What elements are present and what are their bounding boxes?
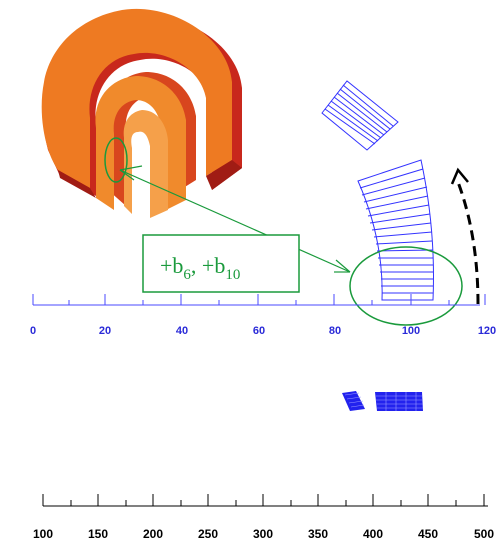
callout-subscript-2: 10 <box>225 267 240 283</box>
coil-block-outline <box>321 80 399 151</box>
scale-bottom-label: 350 <box>308 527 328 541</box>
coil-block-upper <box>321 80 399 151</box>
coil-block-lower <box>357 159 434 301</box>
leader-line <box>335 259 351 273</box>
magnet-illustration <box>41 8 243 218</box>
magnet-region-marker <box>104 137 128 183</box>
scale-top-label: 20 <box>99 325 111 337</box>
callout-text: +b6, +b10 <box>160 253 240 283</box>
magnet-inner-coil <box>123 110 168 218</box>
scale-bottom-label: 400 <box>363 527 383 541</box>
scale-top-label: 100 <box>402 325 420 337</box>
scale-bottom-labels: 100 150 200 250 300 350 400 450 500 <box>33 527 494 541</box>
scale-top-label: 0 <box>30 325 36 337</box>
scale-bottom-label: 450 <box>418 527 438 541</box>
scale-bottom-label: 100 <box>33 527 53 541</box>
callout-subscript-1: 6 <box>183 267 191 283</box>
callout-prefix-1: +b <box>160 253 183 278</box>
coil-block-small <box>342 391 365 411</box>
leader-line <box>119 169 135 181</box>
coil-block-outline <box>357 159 434 301</box>
scale-bottom-label: 250 <box>198 527 218 541</box>
curved-arrow-icon <box>450 167 480 305</box>
scale-top-label: 120 <box>478 325 496 337</box>
scale-top <box>32 294 486 306</box>
scale-bottom <box>42 494 488 507</box>
scale-bottom-label: 500 <box>474 527 494 541</box>
coil-block-small <box>375 392 423 411</box>
scale-top-label: 60 <box>253 325 265 337</box>
scale-bottom-label: 150 <box>88 527 108 541</box>
scale-top-label: 40 <box>176 325 188 337</box>
scale-bottom-label: 300 <box>253 527 273 541</box>
leader-line <box>119 169 351 273</box>
magnet-edge <box>206 160 242 190</box>
scale-bottom-label: 200 <box>143 527 163 541</box>
callout-box <box>142 234 300 293</box>
scale-top-label: 80 <box>329 325 341 337</box>
magnet-outer-face <box>41 8 233 189</box>
magnet-edge <box>58 170 96 198</box>
leader-line <box>119 165 143 171</box>
scale-top-labels: 0 20 40 60 80 100 120 <box>30 325 496 337</box>
coil-region-marker <box>349 246 463 326</box>
callout-separator: , +b <box>191 253 225 278</box>
